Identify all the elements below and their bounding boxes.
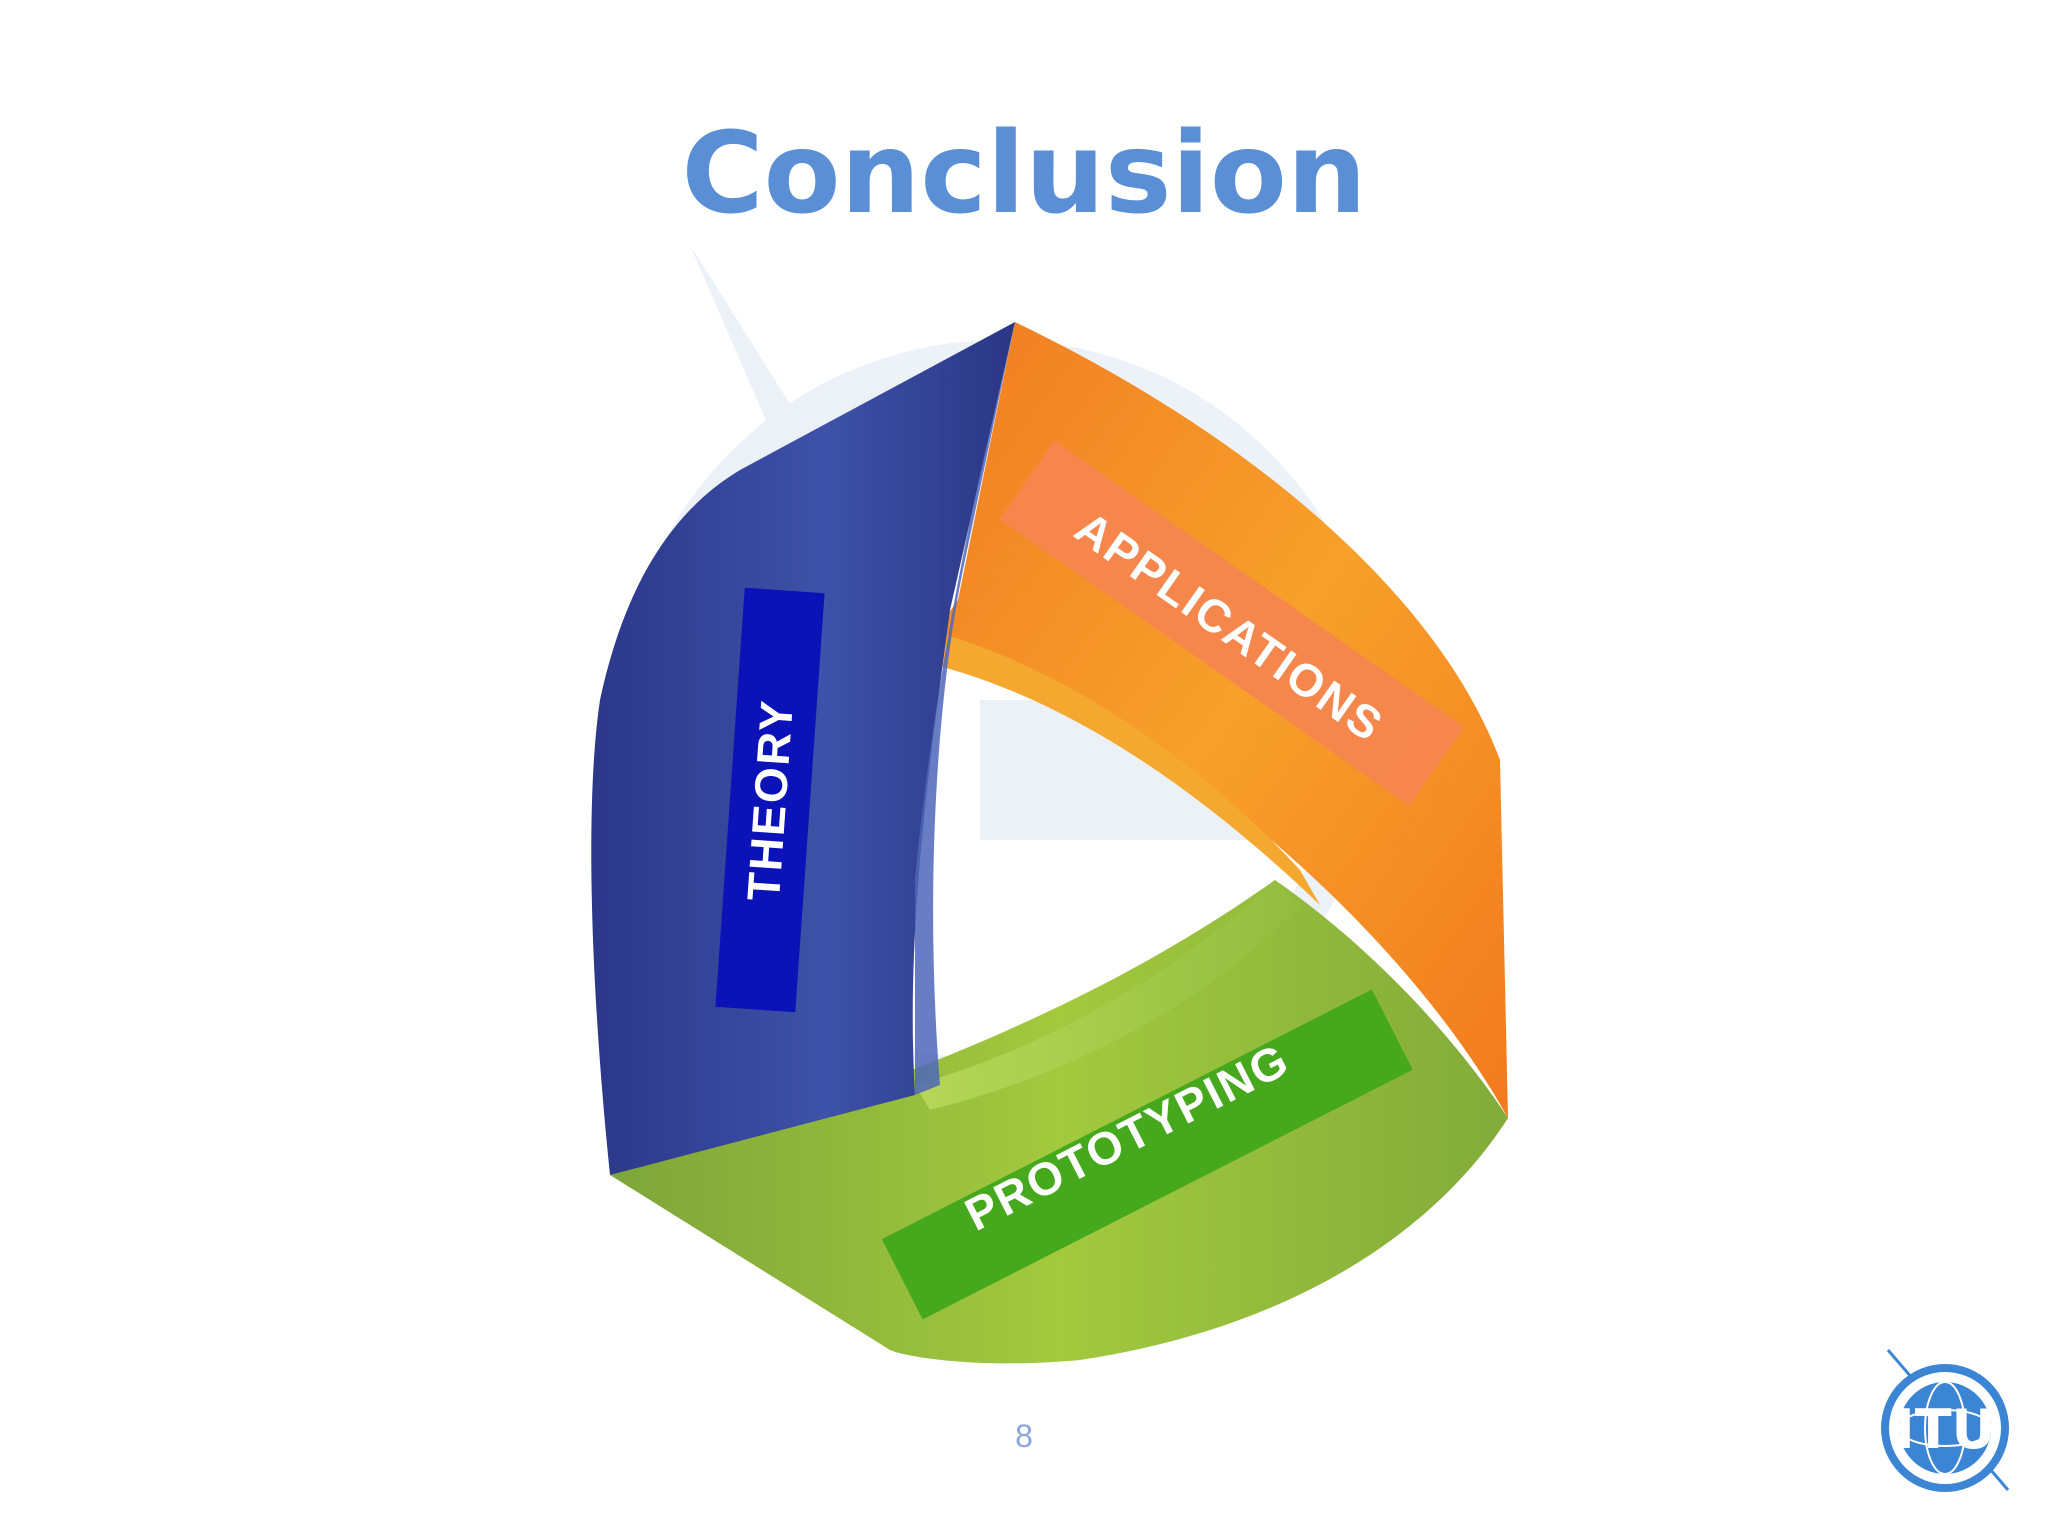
svg-text:ITU: ITU bbox=[1895, 1398, 1996, 1461]
page-number: 8 bbox=[1015, 1418, 1033, 1454]
theory-label: THEORY bbox=[715, 587, 825, 1013]
theory-band-side-face bbox=[915, 322, 1015, 1095]
itu-logo: ITU bbox=[1881, 1349, 2010, 1492]
prototyping-band-inner-face bbox=[915, 880, 1300, 1110]
applications-band-inner-edge bbox=[935, 632, 1320, 905]
prototyping-band bbox=[610, 880, 1508, 1364]
slide-title: Conclusion bbox=[681, 109, 1367, 239]
